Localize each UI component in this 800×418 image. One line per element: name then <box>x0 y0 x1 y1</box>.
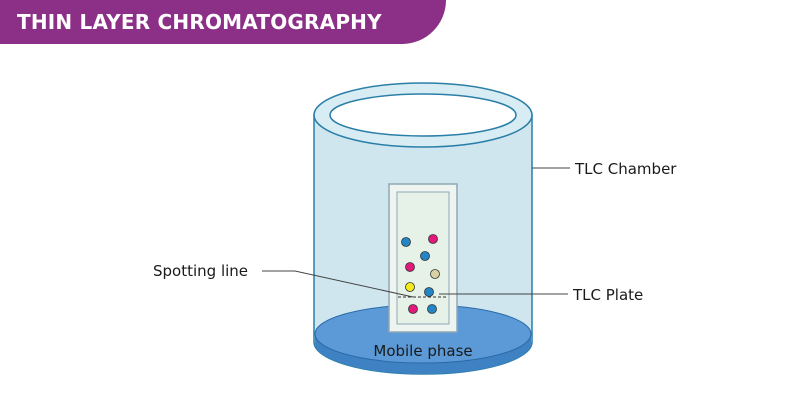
chamber-label: TLC Chamber <box>574 160 677 178</box>
chamber-opening <box>329 93 517 137</box>
spot <box>405 282 415 292</box>
spot <box>405 262 415 272</box>
spot <box>427 304 437 314</box>
plate-label: TLC Plate <box>572 286 643 304</box>
spot <box>420 251 430 261</box>
spot <box>430 269 440 279</box>
spot <box>408 304 418 314</box>
spot <box>428 234 438 244</box>
title-banner: THIN LAYER CHROMATOGRAPHY <box>0 0 446 44</box>
tlc-plate <box>396 191 450 325</box>
spotting-line-label: Spotting line <box>153 262 248 280</box>
spot <box>424 287 434 297</box>
spotting-line-leader <box>262 270 414 298</box>
page-title: THIN LAYER CHROMATOGRAPHY <box>17 10 382 34</box>
mobile-phase-label: Mobile phase <box>373 342 472 360</box>
spot <box>401 237 411 247</box>
